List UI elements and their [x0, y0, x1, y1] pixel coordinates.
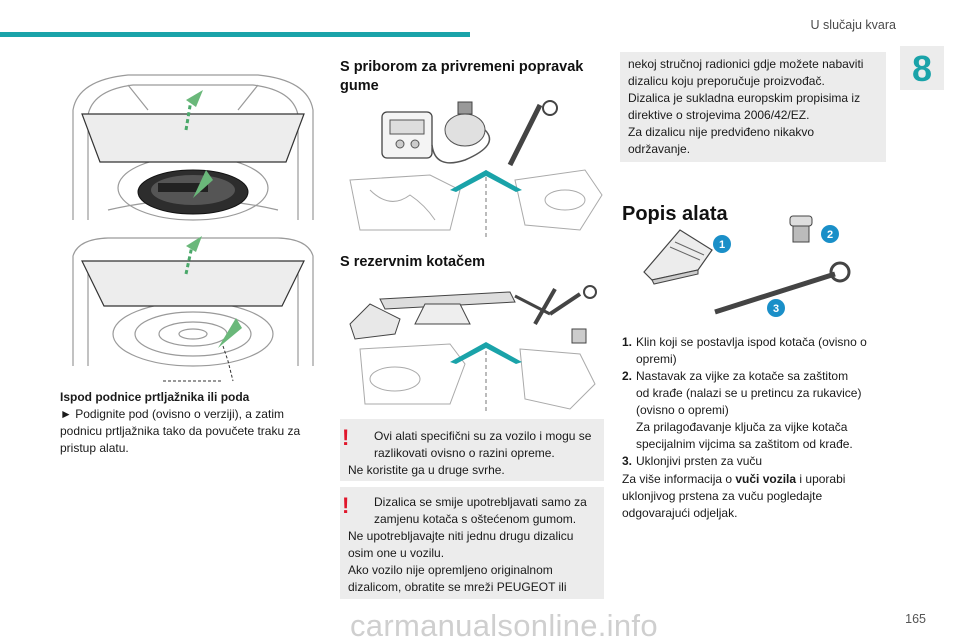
item-line: od krađe (nalazi se u pretincu za rukavi… [636, 386, 862, 400]
callout-1-marker [713, 235, 731, 253]
notice-line: zamjenu kotača s oštećenom gumom. [374, 512, 577, 526]
spare-wheel-tools-illustration [349, 285, 597, 414]
heading-tool-list: Popis alata [622, 203, 728, 225]
notice-line: Ne koristite ga u druge svrhe. [348, 463, 505, 477]
callout-3: 3 [773, 303, 779, 315]
item-line: (ovisno o opremi) [636, 403, 729, 417]
heading-line: gume [340, 78, 379, 94]
heading-line: S priborom za privremeni popravak [340, 59, 584, 75]
item-line: Nastavak za vijke za kotače sa zaštitom [636, 369, 849, 383]
heading-spare-wheel: S rezervnim kotačem [340, 254, 486, 270]
notice-line: dizalicom, obratite se mreži PEUGEOT ili [348, 580, 567, 594]
paragraph-text: Za više informacija o [622, 472, 736, 486]
tool-list-illustration: 1 2 3 [643, 215, 851, 317]
item-line: Klin koji se postavlja ispod kotača (ovi… [636, 335, 867, 349]
section-title: U slučaju kvara [810, 18, 896, 32]
item-line: specijalnim vijcima sa zaštitom od krađe… [636, 437, 853, 451]
item-line: Za prilagođavanje ključa za vijke kotača [636, 420, 848, 434]
page-number: 165 [905, 612, 926, 626]
watermark: carmanualsonline.info [350, 608, 658, 643]
notice-line: Dizalica je sukladna europskim propisima… [628, 91, 861, 105]
paragraph-line: odgovarajući odjeljak. [622, 506, 738, 520]
warning-icon: ! [342, 425, 350, 450]
header-accent-bar [0, 32, 470, 37]
notice-line: dizalicu koju preporučuje proizvođač. [628, 74, 825, 88]
notice-line: nekoj stručnoj radionici gdje možete nab… [628, 57, 864, 71]
caption-line: podnicu prtljažnika tako da povučete tra… [60, 424, 301, 438]
notice-line: Za dizalicu nije predviđeno nikakvo [628, 125, 815, 139]
notice-jack-continued: nekoj stručnoj radionici gdje možete nab… [620, 52, 886, 162]
towing-paragraph: Za više informacija o vuči vozila i upor… [622, 471, 892, 522]
callout-1: 1 [719, 239, 725, 251]
paragraph-line: uklonjivog prstena za vuču pogledajte [622, 489, 823, 503]
callout-2: 2 [827, 229, 833, 241]
notice-line: Dizalica se smije upotrebljavati samo za [374, 495, 587, 509]
callout-3-marker [767, 299, 785, 317]
trunk-floor-illustration-1 [72, 74, 314, 221]
item-number: 2. [622, 369, 633, 383]
notice-jack: ! Dizalica se smije upotrebljavati samo … [340, 487, 604, 599]
item-number: 3. [622, 454, 633, 468]
notice-line: Ovi alati specifični su za vozilo i mogu… [374, 429, 592, 443]
notice-line: osim one u vozilu. [348, 546, 445, 560]
heading-repair-kit: S priborom za privremeni popravak gume [340, 58, 610, 96]
notice-line: direktive o strojevima 2006/42/EZ. [628, 108, 810, 122]
item-line: opremi) [636, 352, 677, 366]
callout-2-marker [821, 225, 839, 243]
caption-line: pristup alatu. [60, 441, 129, 455]
item-number: 1. [622, 335, 633, 349]
repair-kit-illustration [349, 100, 603, 240]
notice-line: razlikovati ovisno o razini opreme. [374, 446, 555, 460]
warning-icon: ! [342, 493, 350, 518]
item-line: Uklonjivi prsten za vuču [636, 454, 763, 468]
caption-line: ► Podignite pod (ovisno o verziji), a za… [60, 407, 284, 421]
trunk-floor-illustration-2 [72, 236, 314, 382]
tool-list: 1. Klin koji se postavlja ispod kotača (… [622, 334, 892, 474]
caption-title: Ispod podnice prtljažnika ili poda [60, 390, 250, 404]
notice-specific-tools: ! Ovi alati specifični su za vozilo i mo… [340, 419, 604, 481]
chapter-number: 8 [911, 48, 933, 89]
notice-line: Ne upotrebljavajte niti jednu drugu diza… [348, 529, 574, 543]
notice-line: održavanje. [628, 142, 691, 156]
paragraph-bold: vuči vozila [735, 472, 797, 486]
paragraph-text: i uporabi [796, 472, 846, 486]
chapter-tab: 8 [900, 46, 944, 90]
notice-line: Ako vozilo nije opremljeno originalnom [348, 563, 553, 577]
